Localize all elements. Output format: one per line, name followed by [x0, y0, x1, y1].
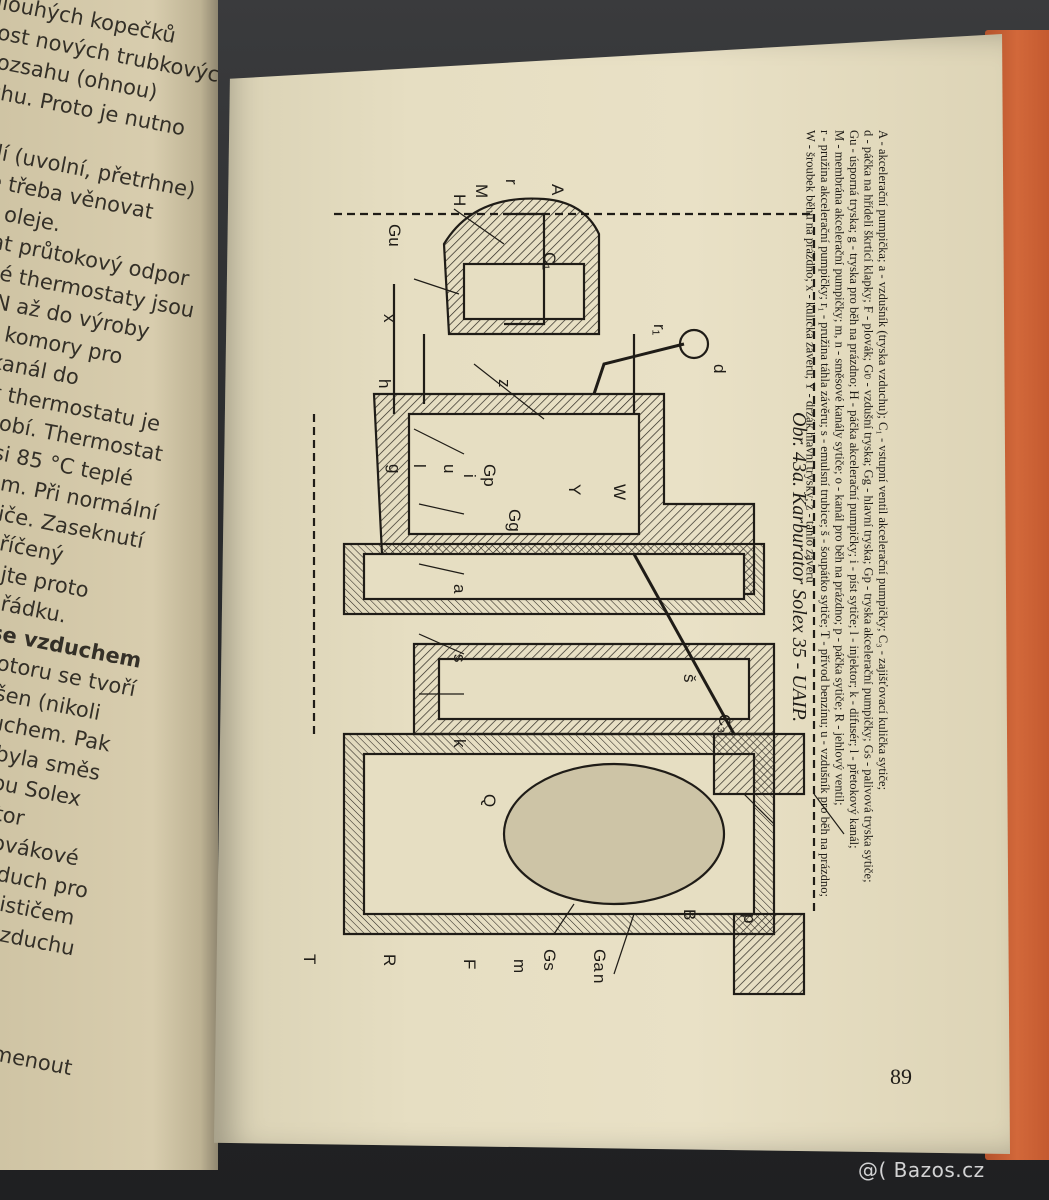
diagram-label: Gp: [480, 464, 499, 487]
diagram-label: C₁: [540, 252, 559, 270]
diagram-label: A: [548, 184, 567, 196]
legend-line: Gu - úsporná tryska; g - tryska pro běh …: [847, 130, 861, 849]
diagram-label: š: [680, 674, 699, 683]
diagram-label: C₃: [715, 714, 734, 733]
legend-line: M - membrána akcelerační pumpičky; m, n …: [832, 130, 847, 806]
diagram-label: g: [385, 464, 404, 473]
diagram-label: H: [450, 194, 469, 206]
diagram-label: W: [610, 484, 629, 500]
legend-line: W - šroubek běhu na prázdno; x - kulička…: [803, 130, 818, 583]
legend-line: r - pružina akcelerační pumpičky; r₁ - p…: [818, 130, 832, 898]
diagram-label: a: [450, 584, 469, 594]
page-number: 89: [890, 1064, 912, 1089]
diagram-label: u: [440, 464, 459, 473]
diagram-label: p: [740, 914, 759, 923]
diagram-label: r₁: [650, 324, 669, 336]
diagram-label: R: [380, 954, 399, 966]
diagram-label: Y: [565, 484, 584, 495]
diagram-label: l: [410, 464, 429, 468]
diagram-label: m: [510, 959, 529, 973]
diagram-label: i: [460, 474, 479, 478]
diagram-label: Ga: [590, 949, 609, 972]
diagram-label: Gg: [505, 509, 524, 532]
diagram-label: Gu: [385, 224, 404, 247]
diagram-label: F: [460, 959, 479, 969]
diagram-label: z: [495, 379, 514, 388]
legend-line: A - akcelerační pumpička; a - vzdušník (…: [876, 130, 890, 791]
diagram-label: d: [710, 364, 729, 373]
watermark: @( Bazos.cz: [858, 1158, 985, 1182]
legend-line: d - páčka na hřídeli škrticí klapky; F -…: [861, 130, 876, 883]
diagram-label: n: [590, 974, 609, 983]
diagram-label: k: [450, 739, 469, 748]
diagram-label: Gs: [540, 949, 559, 971]
diagram-label: x: [380, 314, 399, 323]
diagram-label: s: [450, 654, 469, 663]
diagram-label: h: [375, 379, 394, 388]
diagram-label: Q: [480, 794, 499, 807]
diagram-label: M: [472, 184, 491, 198]
diagram-label: T: [300, 954, 319, 964]
diagram-label: B: [680, 909, 699, 920]
diagram-label: r: [502, 179, 521, 185]
